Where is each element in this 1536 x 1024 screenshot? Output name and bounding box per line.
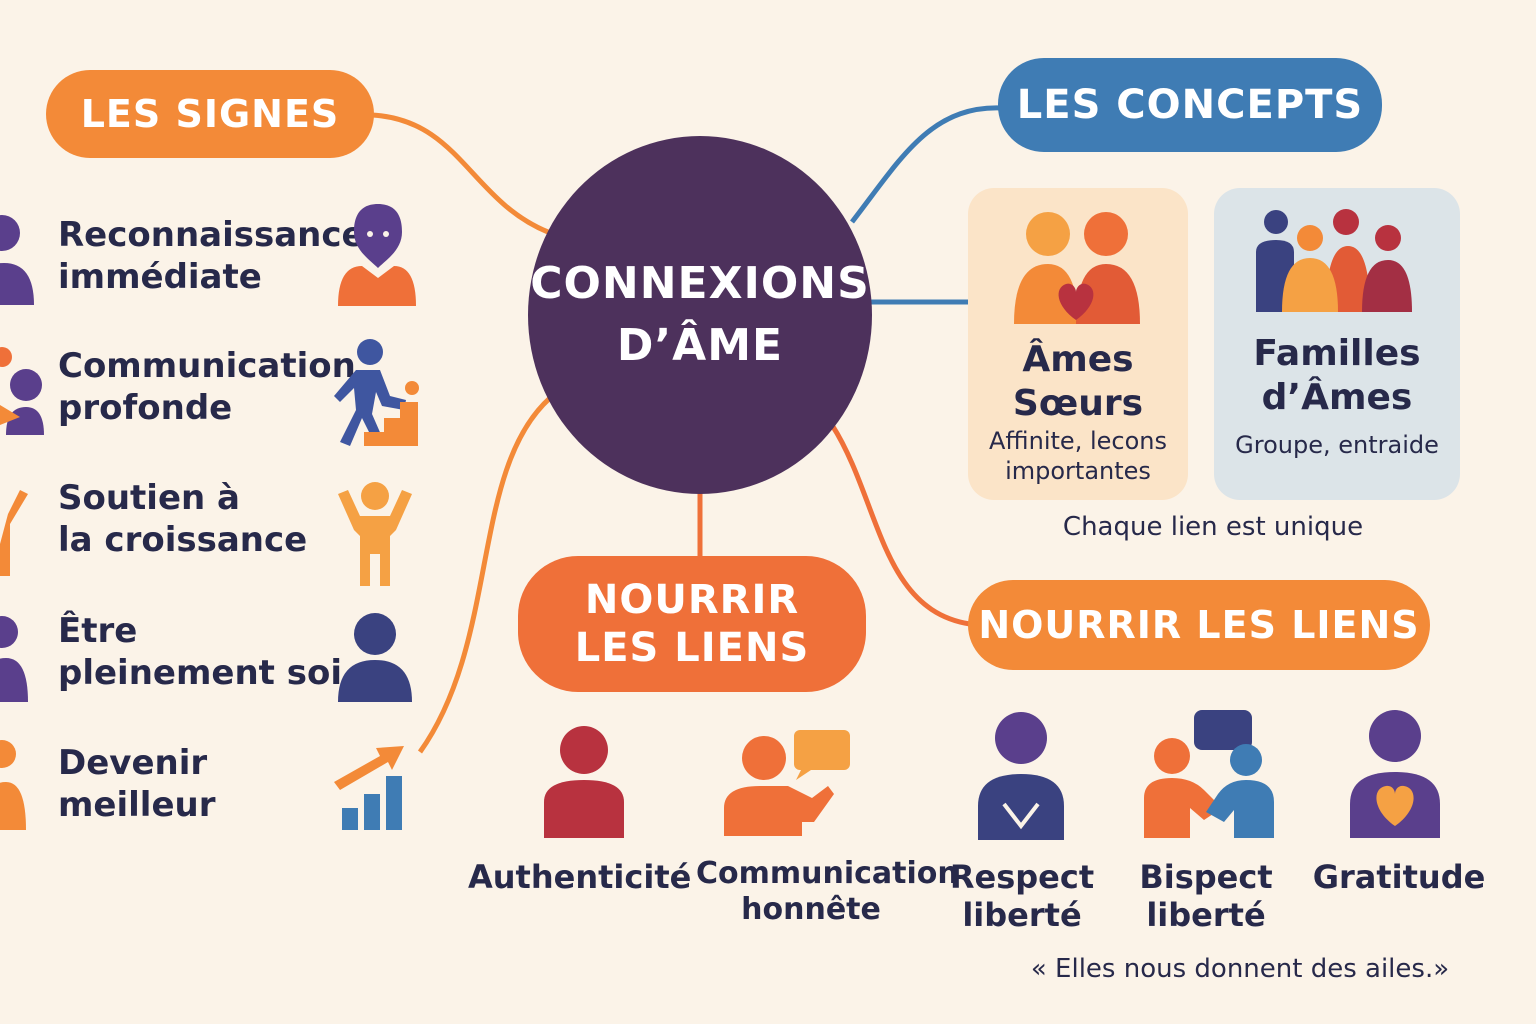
people-handshake-icon — [1144, 710, 1274, 838]
person-speech-icon — [338, 204, 416, 306]
sign-line2: profonde — [58, 388, 233, 428]
sign-line1: Reconnaissance — [58, 215, 365, 255]
card-title-line2: Sœurs — [1012, 383, 1144, 424]
card-sub-line1: Affinite, lecons — [989, 427, 1167, 455]
card-sub-line1: Groupe, entraide — [1235, 431, 1439, 459]
bottom-item-gratitude: Gratitude — [1310, 858, 1488, 896]
connector-signs — [371, 112, 549, 235]
bottom-item-honest-communication: Communication honnête — [696, 856, 959, 928]
sign-line2: la croissance — [58, 520, 308, 560]
sign-item-become-better: Devenir meilleur — [58, 742, 215, 826]
bottom-line1: Bispect — [1139, 858, 1273, 896]
card-title-line1: Familles — [1253, 333, 1421, 374]
person-arms-raised-icon — [338, 482, 412, 586]
bottom-line1: Communication — [696, 856, 959, 891]
nourish-right-title: NOURRIR LES LIENS — [978, 603, 1420, 647]
card-title-line2: d’Âmes — [1261, 377, 1413, 418]
card-families-subtitle: Groupe, entraide — [1214, 430, 1460, 460]
bottom-line1: Gratitude — [1312, 858, 1486, 896]
person-icon — [338, 613, 412, 702]
sign-line2: meilleur — [58, 785, 216, 825]
nourish-center-header: NOURRIR LES LIENS — [518, 556, 866, 692]
connector-become-better — [417, 396, 552, 754]
people-talking-partial-icon — [0, 347, 44, 435]
card-soulmates-title: Âmes Sœurs — [968, 338, 1188, 426]
bottom-item-respect: Respect liberté — [940, 858, 1104, 934]
person-authentic-icon — [544, 726, 624, 838]
bottom-line2: liberté — [1146, 896, 1266, 934]
sign-line1: Être — [58, 611, 138, 651]
bottom-item-authenticity: Authenticité — [468, 858, 692, 896]
center-title-line2: D’ÂME — [616, 320, 784, 371]
connector-nourish-right — [829, 423, 971, 627]
card-soulmates: Âmes Sœurs Affinite, lecons importantes — [968, 188, 1188, 500]
bottom-line1: Respect — [949, 858, 1095, 896]
nourish-center-line1: NOURRIR — [584, 577, 800, 623]
group-icon — [1256, 209, 1412, 312]
person-respect-icon — [978, 712, 1064, 840]
person-arms-up-partial-icon — [0, 490, 28, 576]
concepts-header: LES CONCEPTS — [998, 58, 1382, 152]
sign-line1: Devenir — [58, 743, 208, 783]
bottom-line1: Authenticité — [468, 858, 692, 896]
concepts-caption: Chaque lien est unique — [1062, 512, 1364, 542]
signs-header: LES SIGNES — [46, 70, 374, 158]
couple-heart-icon — [1014, 212, 1140, 324]
sign-line2: immédiate — [58, 257, 262, 297]
sign-item-communication: Communication profonde — [58, 345, 356, 429]
card-sub-line2: importantes — [1005, 457, 1151, 485]
sign-item-growth: Soutien à la croissance — [58, 477, 307, 561]
person-partial-icon — [0, 616, 28, 702]
person-climbing-steps-icon — [334, 339, 419, 446]
card-families-title: Familles d’Âmes — [1214, 332, 1460, 420]
sign-item-recognition: Reconnaissance immédiate — [58, 214, 365, 298]
sign-item-be-yourself: Être pleinement soi — [58, 610, 342, 694]
growth-chart-icon — [334, 746, 404, 830]
sign-line2: pleinement soi — [58, 653, 343, 693]
sign-line1: Communication — [58, 346, 356, 386]
signs-title: LES SIGNES — [80, 92, 340, 136]
card-soul-families: Familles d’Âmes Groupe, entraide — [1214, 188, 1460, 500]
bottom-line2: honnête — [741, 892, 881, 927]
nourish-center-line2: LES LIENS — [574, 625, 810, 671]
sign-line1: Soutien à — [58, 478, 241, 518]
card-soulmates-subtitle: Affinite, lecons importantes — [968, 426, 1188, 486]
person-speech-bubble-icon — [724, 730, 850, 836]
card-title-line1: Âmes — [1022, 339, 1134, 380]
bottom-item-bispect: Bispect liberté — [1124, 858, 1288, 934]
quote: « Elles nous donnent des ailes.» — [1030, 954, 1450, 984]
center-title-line1: CONNEXIONS — [530, 258, 870, 310]
concepts-title: LES CONCEPTS — [1016, 82, 1364, 128]
person-partial-icon — [0, 740, 26, 830]
connector-concepts — [850, 105, 1003, 224]
center-node: CONNEXIONS D’ÂME — [528, 136, 872, 494]
bottom-line2: liberté — [962, 896, 1082, 934]
person-partial-icon — [0, 215, 34, 305]
nourish-right-header: NOURRIR LES LIENS — [968, 580, 1430, 670]
person-heart-icon — [1350, 710, 1440, 838]
